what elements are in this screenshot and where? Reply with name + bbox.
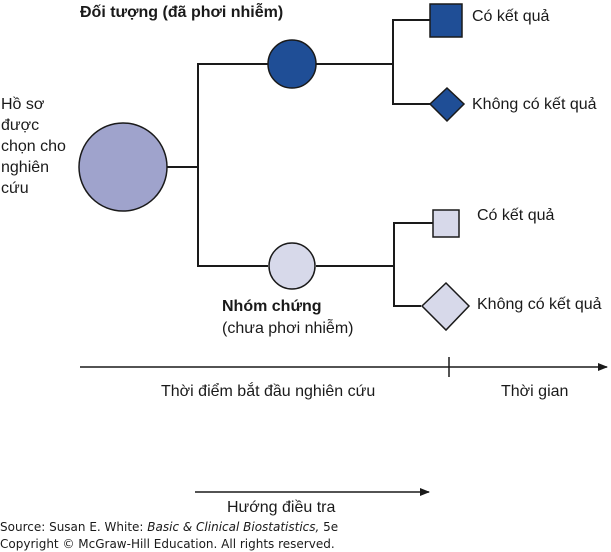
exposed-group-label: Đối tượng (đã phơi nhiễm) — [80, 4, 284, 21]
exposed-connector — [316, 19, 430, 105]
control-outcome-label: Có kết quả — [477, 207, 555, 224]
main-connector — [167, 63, 268, 267]
source-book: Basic & Clinical Biostatistics, — [147, 520, 320, 534]
direction-label: Hướng điều tra — [227, 499, 336, 516]
source-edition: 5e — [319, 520, 339, 534]
source-prefix: Source: Susan E. White: — [0, 520, 148, 534]
exposed-no-outcome-label: Không có kết quả — [472, 96, 597, 113]
records-circle — [78, 122, 168, 212]
exposed-no-outcome-diamond — [428, 86, 466, 123]
control-circle — [268, 242, 316, 290]
copyright-line: Copyright © McGraw-Hill Education. All r… — [0, 537, 335, 551]
exposed-outcome-label: Có kết quả — [472, 8, 550, 25]
control-connector — [316, 222, 433, 307]
study-start-label: Thời điểm bắt đầu nghiên cứu — [161, 383, 376, 400]
records-selected-label: Hồ sơ được chọn cho nghiên cứu — [1, 96, 66, 197]
source-line: Source: Susan E. White: Basic & Clinical… — [0, 520, 338, 534]
control-group-label: Nhóm chứng — [222, 298, 322, 315]
control-outcome-square — [432, 209, 460, 238]
connector-lines — [167, 19, 433, 307]
time-label: Thời gian — [501, 383, 569, 400]
control-no-outcome-label: Không có kết quả — [477, 296, 602, 313]
control-no-outcome-diamond — [420, 281, 471, 332]
exposed-circle — [267, 39, 317, 89]
exposed-outcome-square — [429, 3, 463, 38]
control-group-sub-label: (chưa phơi nhiễm) — [222, 320, 354, 337]
